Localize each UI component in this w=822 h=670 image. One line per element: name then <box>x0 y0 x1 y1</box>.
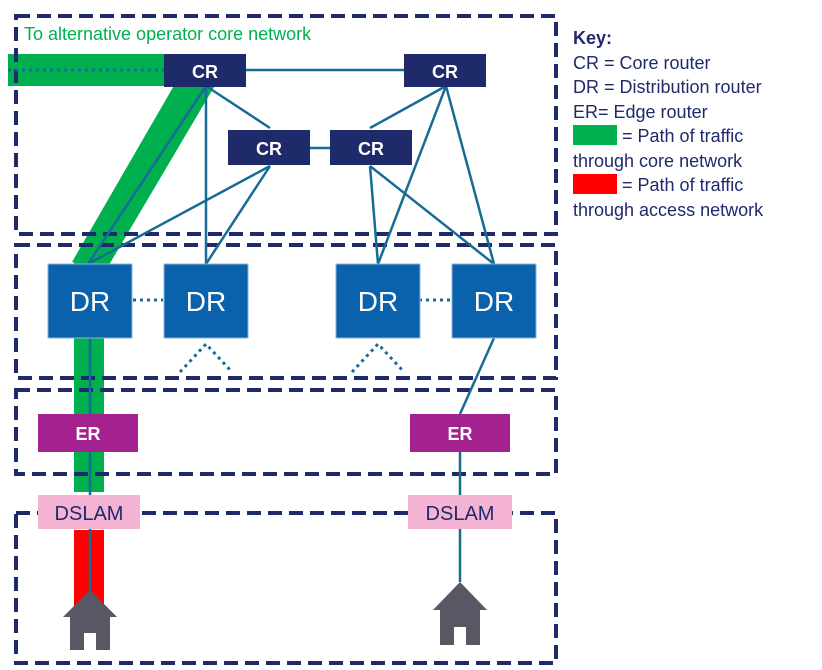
core-router: CR <box>228 130 310 165</box>
distribution-router: DR <box>451 263 537 339</box>
core-router-label: CR <box>432 62 458 82</box>
dslam: DSLAM <box>408 495 512 529</box>
distribution-router-label: DR <box>474 286 514 317</box>
legend-title: Key: <box>573 28 613 48</box>
alternative-operator-label: To alternative operator core network <box>24 24 312 44</box>
edge-router: ER <box>410 414 510 452</box>
core-router: CR <box>164 54 246 87</box>
core-router-label: CR <box>256 139 282 159</box>
core-path-swatch <box>573 125 617 145</box>
distribution-router: DR <box>163 263 249 339</box>
core-router-label: CR <box>358 139 384 159</box>
legend: Key: CR = Core router DR = Distribution … <box>573 26 763 222</box>
legend-core-path-text: = Path of traffic <box>622 126 744 146</box>
core-router-label: CR <box>192 62 218 82</box>
network-links <box>86 68 496 608</box>
legend-core-path-cont: through core network <box>573 150 743 171</box>
access-zone-boundary <box>14 511 558 665</box>
core-router: CR <box>330 130 412 165</box>
distribution-router-label: DR <box>70 286 110 317</box>
legend-distribution-router: DR = Distribution router <box>573 77 762 97</box>
edge-router-label: ER <box>75 424 100 444</box>
distribution-router-label: DR <box>186 286 226 317</box>
access-path-swatch <box>573 174 617 194</box>
edge-zone-boundary <box>14 388 558 476</box>
legend-core-path: = Path of traffic <box>573 124 763 149</box>
dslam: DSLAM <box>38 495 140 529</box>
dslam-label: DSLAM <box>426 503 495 525</box>
distribution-router: DR <box>47 263 133 339</box>
dslam-label: DSLAM <box>55 503 124 525</box>
legend-edge-router: ER= Edge router <box>573 101 708 122</box>
dotted-links <box>8 68 450 374</box>
core-zone-boundary <box>14 14 558 236</box>
legend-access-path: = Path of traffic <box>573 173 763 198</box>
distribution-router: DR <box>335 263 421 339</box>
zone-boundaries <box>14 14 558 665</box>
legend-access-path-text: = Path of traffic <box>622 175 744 195</box>
core-router: CR <box>404 54 486 87</box>
legend-access-path-cont: through access network <box>573 199 764 220</box>
legend-core-router: CR = Core router <box>573 52 711 73</box>
house-icon <box>433 582 487 645</box>
edge-router-label: ER <box>447 424 472 444</box>
distribution-router-label: DR <box>358 286 398 317</box>
house-icon <box>63 590 117 650</box>
edge-router: ER <box>38 414 138 452</box>
